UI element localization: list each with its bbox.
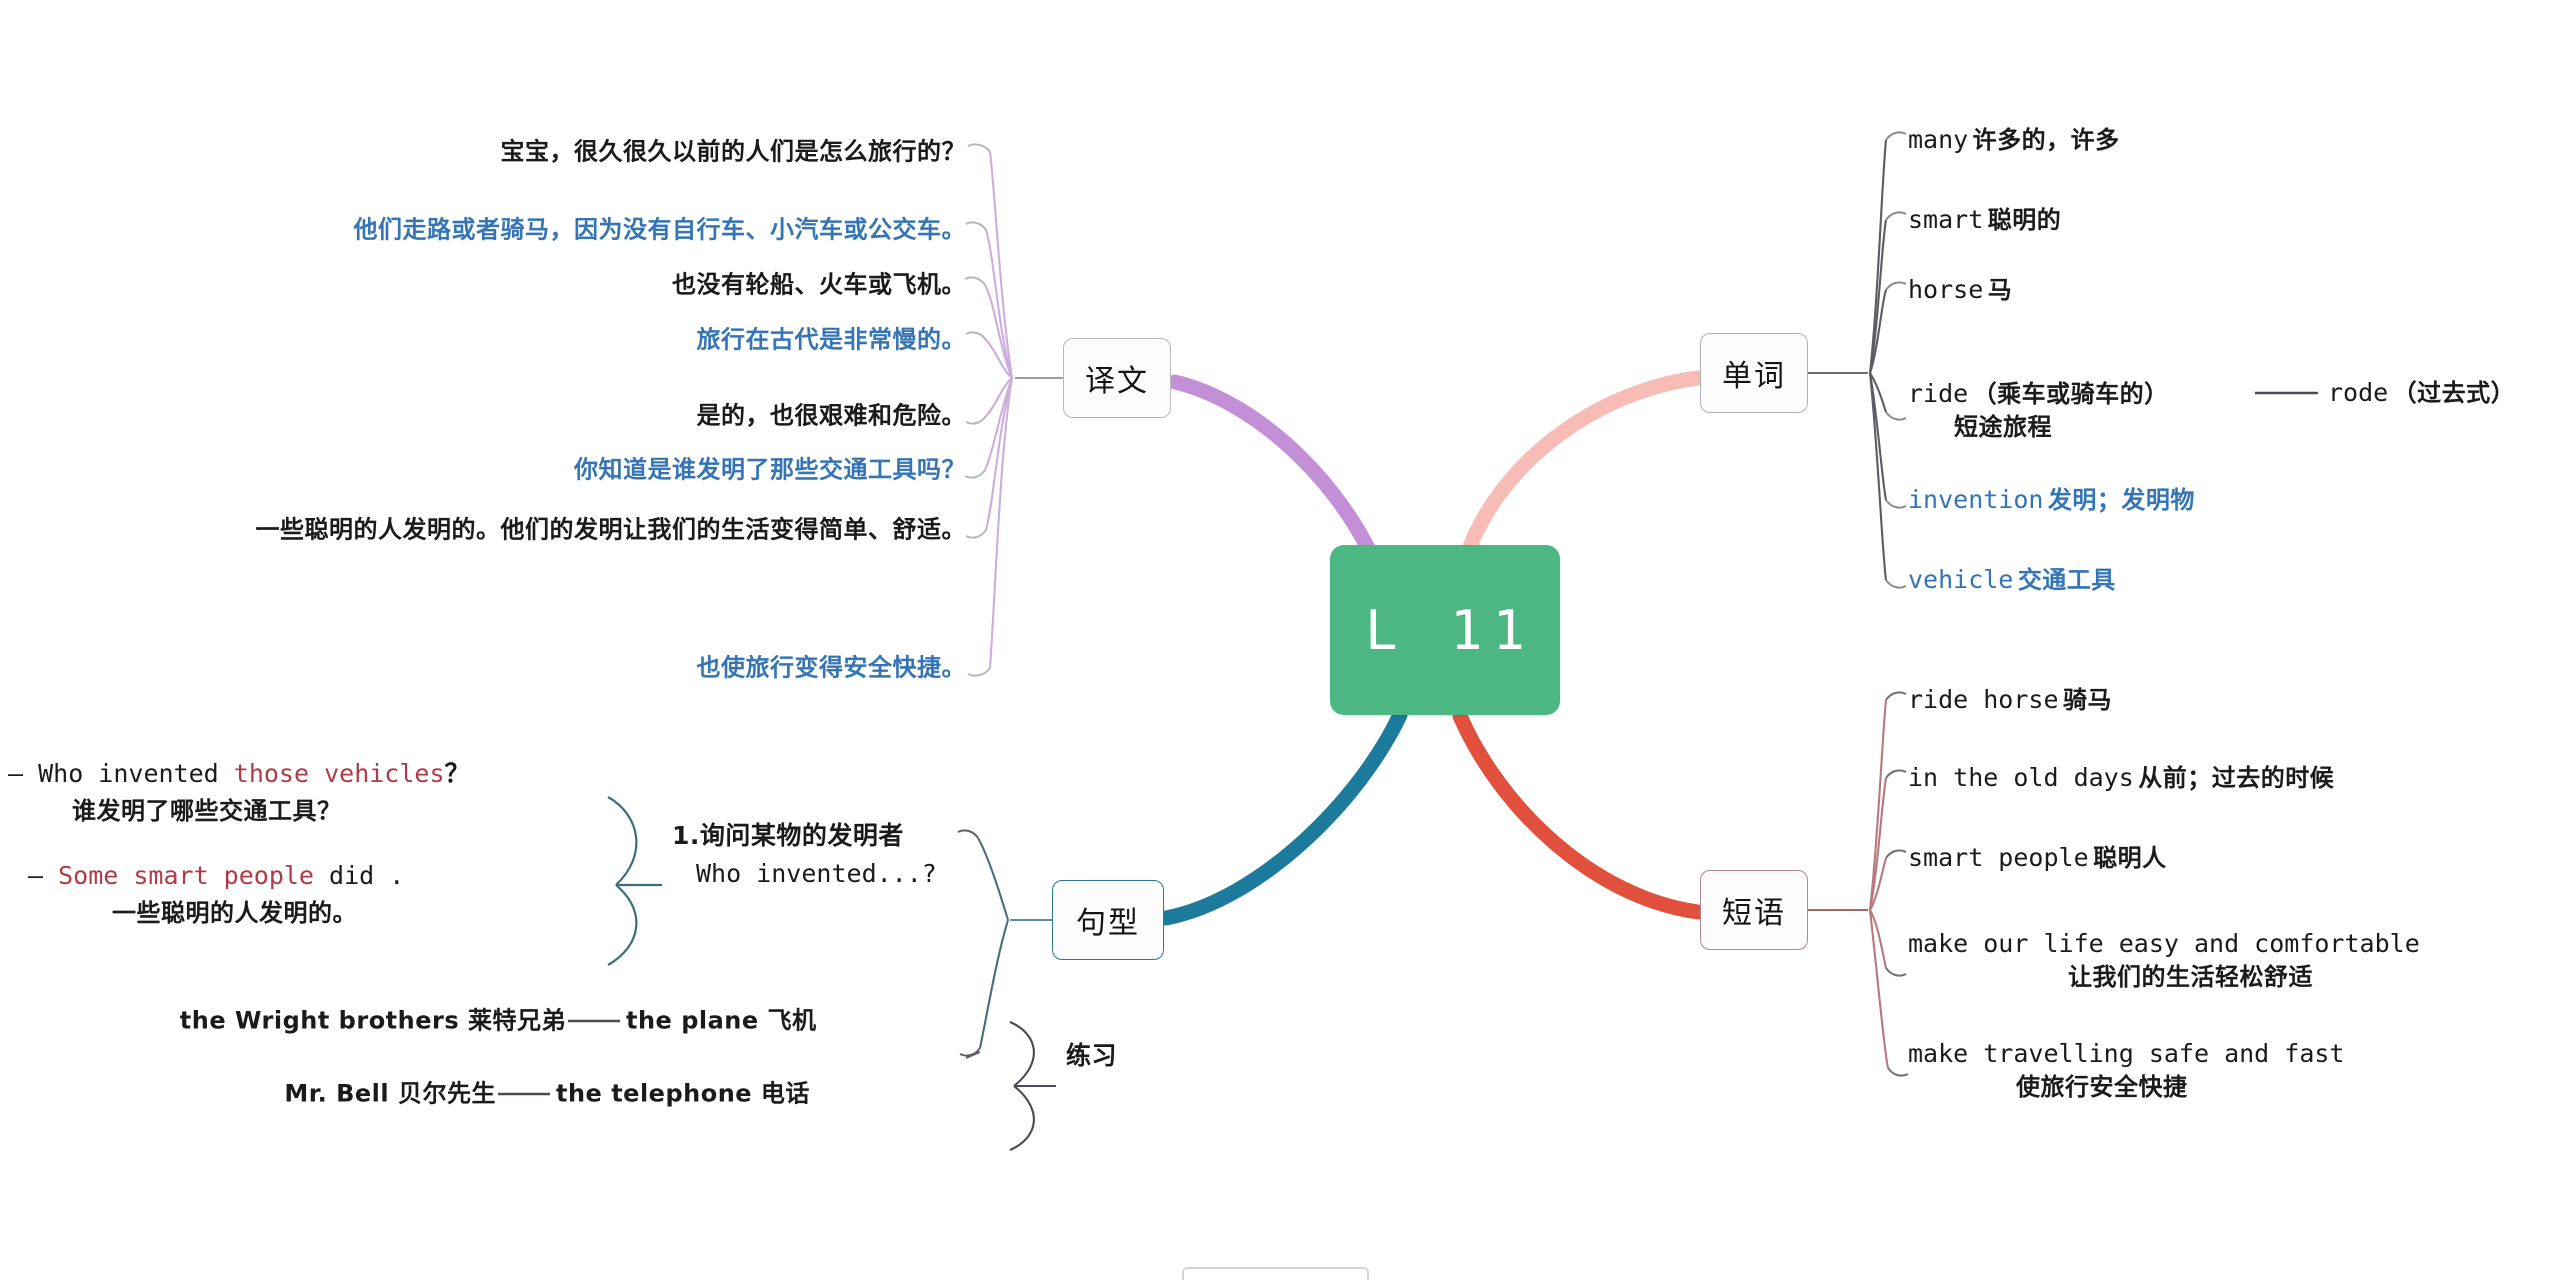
juxing-example-2: – Some smart people did . 一些聪明的人发明的。 (28, 860, 404, 929)
leaf-danci-many-en: many (1908, 125, 1969, 154)
leaf-danci-invention: invention 发明；发明物 (1908, 484, 2195, 516)
leaf-duanyu-ridehorse-en: ride horse (1908, 685, 2059, 714)
juxing-example-1: – Who invented those vehicles？ 谁发明了哪些交通工… (8, 758, 470, 827)
leaf-danci-many: many 许多的，许多 (1908, 124, 2120, 156)
leaf-duanyu-makelife-en: make our life easy and comfortable (1908, 929, 2420, 959)
brace-group1 (607, 796, 662, 966)
leaf-danci-smart: smart 聪明的 (1908, 204, 2061, 236)
leaf-yiwen-6: 你知道是谁发明了那些交通工具吗？ (574, 455, 966, 484)
leaf-yiwen-4: 旅行在古代是非常慢的。 (696, 325, 966, 354)
leaf-duanyu-smartpeople-zh: 聪明人 (2093, 844, 2167, 872)
fan-duanyu-hooks (1885, 691, 1909, 1077)
central-node[interactable]: L 11 (1330, 545, 1560, 715)
main-branch-yiwen (1167, 374, 1380, 564)
leaf-danci-invention-zh: 发明；发明物 (2047, 486, 2195, 514)
leaf-duanyu-maketravel: make travelling safe and fast 使旅行安全快捷 (1908, 1037, 2345, 1103)
fan-duanyu (1868, 699, 1890, 1069)
leaf-duanyu-olddays: in the old days 从前；过去的时候 (1908, 762, 2334, 794)
juxing-pair-2-right: the telephone 电话 (556, 1079, 810, 1108)
juxing-group1-title: 1.询问某物的发明者 Who invented...? (672, 820, 937, 890)
juxing-pair-2-left: Mr. Bell 贝尔先生 (284, 1079, 496, 1108)
fan-yiwen (984, 151, 1014, 669)
juxing-pair-1-right: the plane 飞机 (626, 1006, 817, 1035)
fan-danci (1868, 139, 1888, 581)
central-node-label: L 11 (1364, 598, 1536, 662)
branch-node-danci[interactable]: 单词 (1700, 333, 1808, 413)
stub-lianxi (965, 1051, 981, 1059)
main-branch-duanyu (1452, 708, 1706, 920)
leaf-danci-ride-zh: （乘车或骑车的） (1972, 380, 2169, 409)
leaf-duanyu-ridehorse-zh: 骑马 (2062, 686, 2112, 714)
branch-node-juxing-label: 句型 (1076, 906, 1140, 941)
juxing-pair-1-left: the Wright brothers 莱特兄弟 (179, 1006, 566, 1035)
leaf-danci-vehicle: vehicle 交通工具 (1908, 564, 2116, 596)
leaf-danci-smart-en: smart (1908, 205, 1984, 234)
leaf-danci-rode-en: rode (2328, 378, 2389, 407)
branch-node-yiwen[interactable]: 译文 (1063, 338, 1171, 418)
leaf-duanyu-maketravel-en: make travelling safe and fast (1908, 1039, 2345, 1069)
leaf-danci-ride-zh2: 短途旅程 (1954, 412, 2052, 441)
leaf-danci-invention-en: invention (1908, 485, 2044, 514)
branch-node-danci-label: 单词 (1722, 359, 1786, 394)
branch-node-juxing[interactable]: 句型 (1052, 880, 1164, 960)
fan-juxing (977, 837, 1010, 1049)
juxing-example-2-translation: 一些聪明的人发明的。 (112, 899, 357, 927)
juxing-group1-title-en: Who invented...? (696, 859, 937, 888)
branch-node-duanyu-label: 短语 (1722, 896, 1786, 931)
juxing-example-2-suffix: did . (313, 861, 405, 890)
leaf-danci-vehicle-zh: 交通工具 (2017, 566, 2116, 594)
juxing-example-2-highlight: Some smart people (58, 861, 314, 890)
leaf-danci-horse-zh: 马 (1987, 276, 2013, 304)
leaf-yiwen-8: 也使旅行变得安全快捷。 (696, 653, 966, 682)
leaf-duanyu-olddays-en: in the old days (1908, 763, 2134, 792)
branch-node-yiwen-label: 译文 (1085, 364, 1149, 399)
brace-group2 (1009, 1021, 1056, 1151)
fan-juxing-hooks (957, 829, 981, 1057)
leaf-danci-vehicle-en: vehicle (1908, 565, 2014, 594)
juxing-group2-title: 练习 (1066, 1041, 1118, 1070)
leaf-danci-many-zh: 许多的，许多 (1972, 126, 2120, 154)
leaf-duanyu-makelife: make our life easy and comfortable 让我们的生… (1908, 927, 2420, 993)
leaf-danci-rode-zh: （过去式） (2392, 379, 2516, 407)
leaf-duanyu-makelife-zh2: 让我们的生活轻松舒适 (2068, 962, 2313, 991)
leaf-duanyu-maketravel-zh2: 使旅行安全快捷 (2016, 1072, 2188, 1101)
leaf-duanyu-smartpeople-en: smart people (1908, 843, 2089, 872)
leaf-danci-horse: horse 马 (1908, 274, 2012, 306)
leaf-duanyu-ridehorse: ride horse 骑马 (1908, 684, 2112, 716)
leaf-danci-horse-en: horse (1908, 275, 1984, 304)
juxing-example-2-prefix: – (28, 861, 59, 890)
leaf-yiwen-3: 也没有轮船、火车或飞机。 (672, 270, 966, 299)
leaf-duanyu-olddays-zh: 从前；过去的时候 (2138, 764, 2335, 792)
main-branch-danci (1460, 370, 1706, 560)
leaf-duanyu-smartpeople: smart people 聪明人 (1908, 842, 2167, 874)
leaf-danci-rode: rode （过去式） (2328, 377, 2515, 409)
juxing-example-1-prefix: – Who invented (8, 759, 234, 788)
bottom-partial-frame (1182, 1267, 1369, 1280)
leaf-yiwen-1: 宝宝，很久很久以前的人们是怎么旅行的？ (500, 137, 966, 166)
juxing-group1-title-cn: 1.询问某物的发明者 (672, 821, 904, 850)
juxing-example-1-suffix: ？ (444, 759, 471, 788)
leaf-danci-smart-zh: 聪明的 (1987, 206, 2062, 234)
branch-node-duanyu[interactable]: 短语 (1700, 870, 1808, 950)
leaf-danci-ride-en: ride (1908, 379, 1969, 409)
fan-danci-hooks (1885, 131, 1907, 589)
leaf-yiwen-7: 一些聪明的人发明的。他们的发明让我们的生活变得简单、舒适。 (255, 515, 966, 544)
fan-yiwen-hooks (964, 143, 991, 677)
leaf-yiwen-5: 是的，也很艰难和危险。 (696, 401, 966, 430)
leaf-danci-ride: ride （乘车或骑车的） 短途旅程 (1908, 377, 2169, 443)
juxing-example-1-translation: 谁发明了哪些交通工具？ (72, 797, 342, 825)
leaf-yiwen-2: 他们走路或者骑马，因为没有自行车、小汽车或公交车。 (353, 215, 966, 244)
juxing-example-1-highlight: those vehicles (233, 759, 445, 788)
main-branch-juxing (1158, 707, 1408, 926)
